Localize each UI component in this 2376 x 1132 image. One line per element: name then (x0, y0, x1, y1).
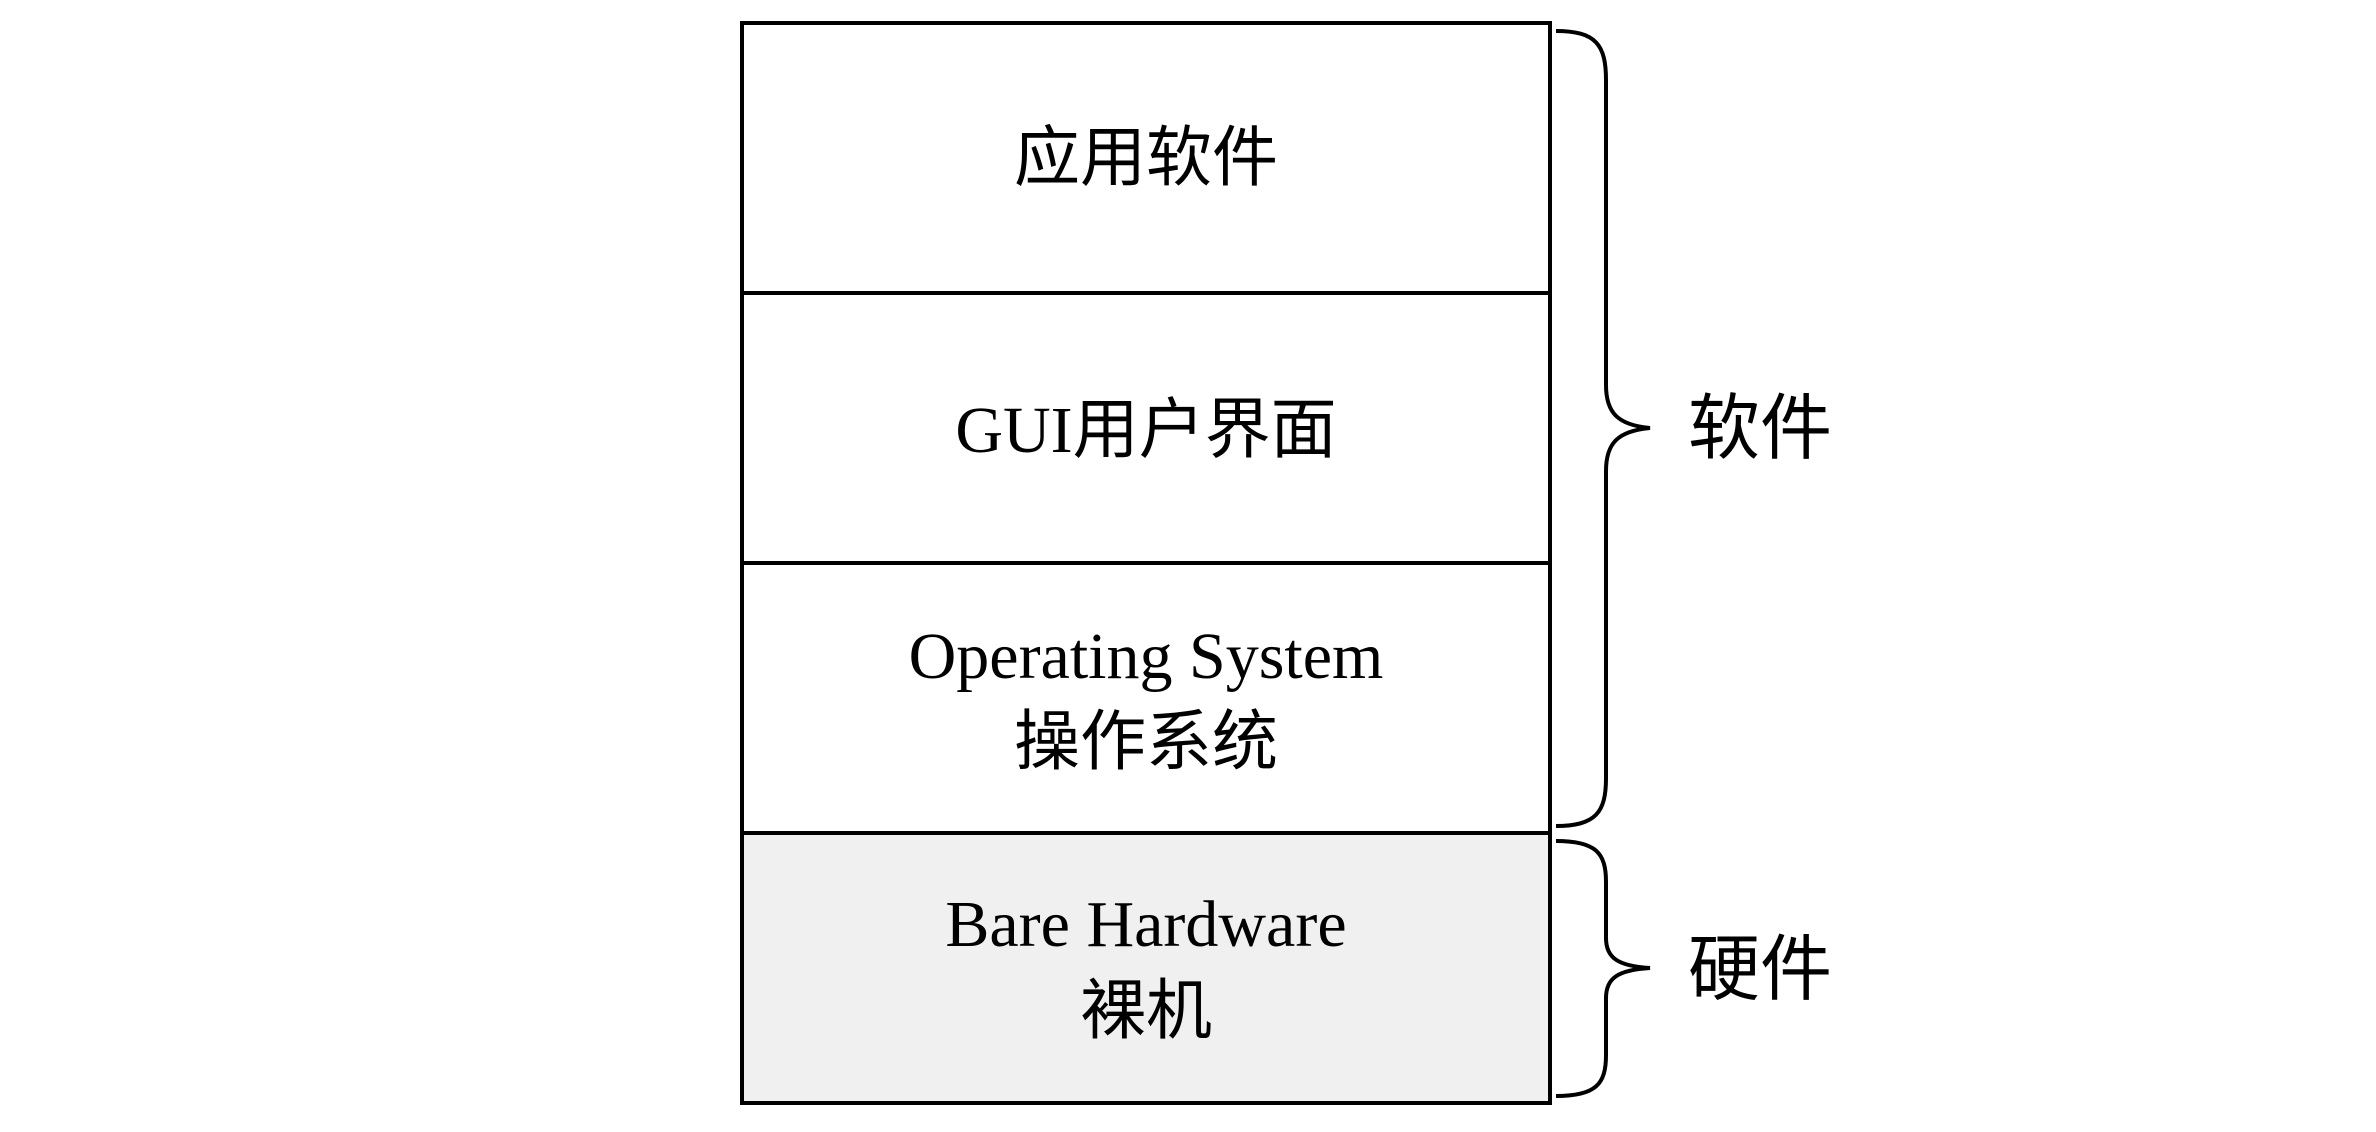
group-label-software: 软件 (1688, 389, 1832, 469)
layer-label-gui: GUI用户界面 (955, 394, 1336, 467)
layer-label-hardware-zh: 裸机 (1080, 975, 1212, 1048)
layer-box-gui (740, 291, 1552, 565)
layer-label-hardware-en: Bare Hardware (945, 888, 1346, 961)
layer-box-application (740, 21, 1552, 295)
brace-software (1555, 29, 1651, 828)
layer-box-hardware (740, 831, 1552, 1105)
layer-label-application: 应用软件 (1014, 122, 1278, 195)
layer-label-os-en: Operating System (909, 620, 1384, 693)
brace-hardware (1555, 839, 1651, 1098)
layer-label-os-zh: 操作系统 (1014, 706, 1278, 779)
layer-box-os (740, 561, 1552, 835)
group-label-hardware: 硬件 (1688, 930, 1832, 1010)
